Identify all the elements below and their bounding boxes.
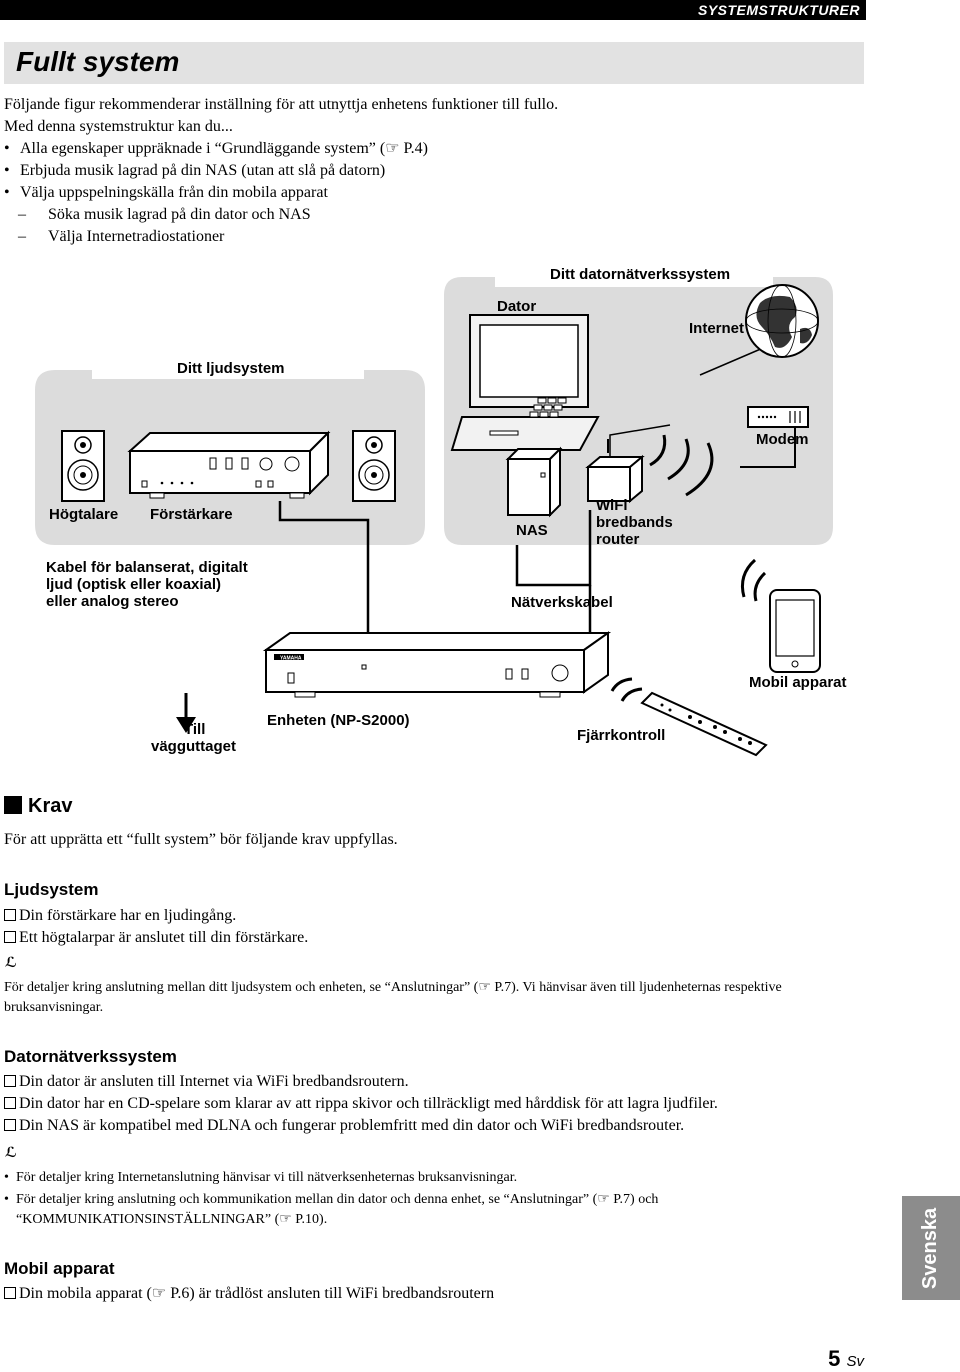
intro-bullet-text: Erbjuda musik lagrad på din NAS (utan at… <box>20 162 386 179</box>
internet-label: Internet <box>689 320 745 337</box>
brand-logo: YAMAHA <box>280 656 302 662</box>
audio-requirement-text: Ett högtalarpar är anslutet till din för… <box>19 929 309 946</box>
globe-icon <box>745 284 819 358</box>
audio-note: För detaljer kring anslutning mellan dit… <box>4 980 782 1015</box>
header-bar <box>0 0 866 20</box>
mobile-wifi-waves-icon <box>740 558 767 602</box>
checkbox-icon <box>4 1075 16 1087</box>
router-icon <box>585 439 645 504</box>
intro-bullet-text: Alla egenskaper uppräknade i “Grundlägga… <box>20 140 428 157</box>
audio-system-label: Ditt ljudsystem <box>177 360 285 377</box>
modem-icon <box>747 406 809 428</box>
amplifier-label: Förstärkare <box>150 506 233 523</box>
network-note: •För detaljer kring anslutning och kommu… <box>4 1192 659 1227</box>
wall-label-1: Till <box>184 721 206 738</box>
audio-requirement: Ett högtalarpar är anslutet till din för… <box>4 927 308 949</box>
cable-label-1: Kabel för balanserat, digitalt <box>46 559 248 576</box>
right-speaker-icon <box>352 430 396 502</box>
intro-bullet-text: Välja uppspelningskälla från din mobila … <box>20 184 328 201</box>
language-tab <box>902 1196 960 1300</box>
computer-label: Dator <box>497 298 537 315</box>
network-requirement-text: Din NAS är kompatibel med DLNA och funge… <box>19 1117 685 1134</box>
audio-requirement-text: Din förstärkare har en ljudingång. <box>19 907 237 924</box>
checkbox-icon <box>4 1097 16 1109</box>
network-requirement: Din dator är ansluten till Internet via … <box>4 1071 409 1093</box>
router-label-3: router <box>596 531 640 548</box>
page-number: 5 Sv <box>828 1346 864 1372</box>
network-note-text: För detaljer kring Internetanslutning hä… <box>16 1170 518 1185</box>
remote-signal-waves-icon <box>610 677 643 702</box>
audio-requirement: Din förstärkare har en ljudingång. <box>4 905 236 927</box>
network-system-label-box <box>495 263 773 287</box>
language-tab-text: Svenska <box>919 1207 942 1289</box>
requirements-intro: För att upprätta ett “fullt system” bör … <box>4 831 398 848</box>
hint-icon: ℒ <box>5 955 17 971</box>
remote-control-icon <box>640 691 768 757</box>
modem-label: Modem <box>756 431 809 448</box>
checkbox-icon <box>4 1119 16 1131</box>
amplifier-icon <box>127 430 331 499</box>
intro-line-1: Följande figur rekommenderar inställning… <box>4 96 559 113</box>
requirements-heading: Krav <box>4 795 72 818</box>
modem-link <box>740 425 796 468</box>
intro-subitem: –Söka musik lagrad på din dator och NAS <box>18 206 311 223</box>
mobile-requirement-text: Din mobila apparat (☞ P.6) är trådlöst a… <box>19 1285 495 1302</box>
network-note: •För detaljer kring Internetanslutning h… <box>4 1170 518 1185</box>
network-requirement: Din NAS är kompatibel med DLNA och funge… <box>4 1115 684 1137</box>
intro-subitem-text: Välja Internetradiostationer <box>48 228 225 245</box>
checkbox-icon <box>4 909 16 921</box>
cable-label-3: eller analog stereo <box>46 593 179 610</box>
speakers-label: Högtalare <box>49 506 119 523</box>
page-title: Fullt system <box>16 46 180 77</box>
page-number-value: 5 <box>828 1346 841 1371</box>
network-note-text: För detaljer kring anslutning och kommun… <box>16 1192 659 1227</box>
mobile-heading: Mobil apparat <box>4 1259 115 1278</box>
network-system-label: Ditt datornätverkssystem <box>550 266 731 283</box>
intro-line-2: Med denna systemstruktur kan du... <box>4 118 233 135</box>
internet-link <box>699 344 771 376</box>
intro-subitem-text: Söka musik lagrad på din dator och NAS <box>48 206 311 223</box>
section-header: SYSTEMSTRUKTURER <box>697 2 860 18</box>
nas-icon <box>505 446 563 518</box>
left-speaker-icon <box>61 430 105 502</box>
network-requirement-text: Din dator har en CD-spelare som klarar a… <box>19 1095 718 1112</box>
mobile-requirement: Din mobila apparat (☞ P.6) är trådlöst a… <box>4 1283 494 1305</box>
checkbox-icon <box>4 931 16 943</box>
mobile-label: Mobil apparat <box>749 674 847 691</box>
network-requirement: Din dator har en CD-spelare som klarar a… <box>4 1093 718 1115</box>
hint-icon: ℒ <box>5 1145 17 1161</box>
title-band <box>4 42 864 84</box>
requirements-heading-text: Krav <box>28 795 73 817</box>
unit-label: Enheten (NP-S2000) <box>267 712 410 729</box>
checkbox-icon <box>4 1287 16 1299</box>
language-tab-label: Svenska <box>902 1196 960 1300</box>
router-label-1: WiFi <box>596 497 628 514</box>
network-requirement-text: Din dator är ansluten till Internet via … <box>19 1073 409 1090</box>
power-arrow-icon <box>176 717 196 733</box>
audio-system-label-box <box>92 355 364 379</box>
nas-label: NAS <box>516 522 548 539</box>
intro-bullet: •Alla egenskaper uppräknade i “Grundlägg… <box>4 140 428 157</box>
network-cable-label: Nätverkskabel <box>511 594 613 611</box>
cable-label-2: ljud (optisk eller koaxial) <box>46 576 222 593</box>
network-player-icon: YAMAHA <box>262 631 612 698</box>
wall-label-2: vägguttaget <box>151 738 237 755</box>
intro-bullet: •Erbjuda musik lagrad på din NAS (utan a… <box>4 162 386 179</box>
network-system-heading: Datornätverkssystem <box>4 1047 177 1066</box>
router-wifi-waves-icon <box>649 434 714 497</box>
system-diagram: YAMAHA <box>35 263 833 757</box>
remote-label: Fjärrkontroll <box>577 727 666 744</box>
computer-icon <box>450 314 600 451</box>
router-label-2: bredbands <box>596 514 673 531</box>
intro-bullet: •Välja uppspelningskälla från din mobila… <box>4 184 328 201</box>
network-cable-line <box>515 510 592 587</box>
intro-subitem: –Välja Internetradiostationer <box>18 228 225 245</box>
audio-system-heading: Ljudsystem <box>4 880 99 899</box>
language-code: Sv <box>846 1353 864 1370</box>
section-square-icon <box>4 796 22 814</box>
router-link <box>609 424 671 458</box>
mobile-phone-icon <box>769 589 821 673</box>
